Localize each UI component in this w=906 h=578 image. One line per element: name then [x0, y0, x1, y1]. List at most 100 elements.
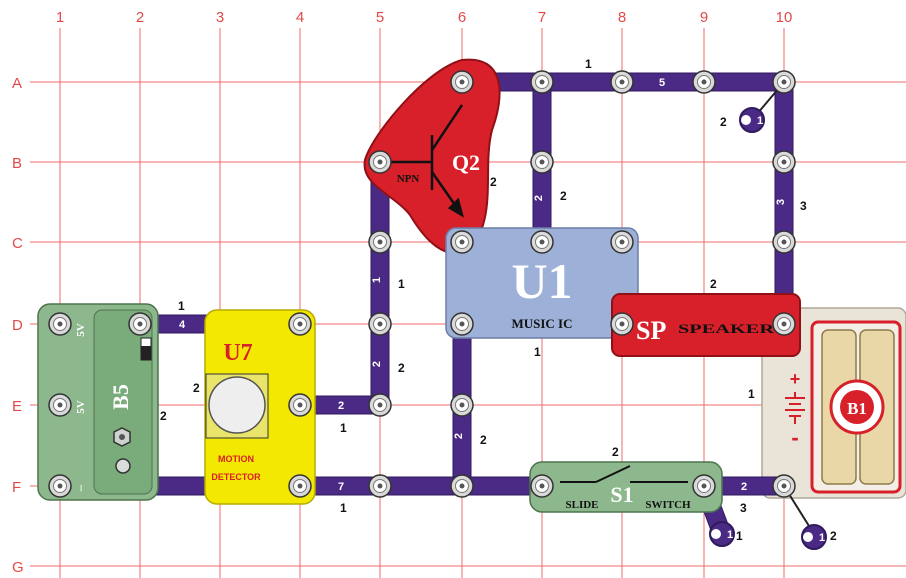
s1-right-label: SWITCH: [645, 499, 691, 511]
wire-number: 5: [659, 77, 665, 89]
battery-symbol-icon: [785, 392, 805, 424]
snap-center: [619, 239, 625, 245]
wire-number: 7: [338, 481, 344, 493]
snap-center: [459, 79, 465, 85]
wire-number: 2: [612, 445, 619, 459]
column-label: 10: [776, 9, 793, 26]
snap-center: [57, 321, 63, 327]
snap-post: [801, 524, 827, 550]
music-ic-u1[interactable]: U1 MUSIC IC: [445, 227, 639, 339]
snap-label-1: 1: [819, 532, 825, 544]
snap-center: [377, 402, 383, 408]
b5-v-mid: 5V: [75, 400, 87, 414]
wire-number: 1: [748, 387, 755, 401]
wire-number: 2: [533, 195, 545, 201]
s1-label: S1: [610, 482, 633, 507]
column-label: 5: [376, 9, 384, 26]
switch-icon: [140, 337, 152, 361]
b1-label-disc: [840, 390, 874, 424]
column-label: 9: [700, 9, 708, 26]
wire-labels-on-wire: 5 2 3 1 2 2 4 2 7 2: [179, 77, 787, 493]
wire-number: 1: [534, 345, 541, 359]
b5-panel: [93, 309, 153, 495]
snap-center: [297, 321, 303, 327]
snap-center: [459, 321, 465, 327]
nut-hole: [119, 434, 125, 440]
transistor-q2[interactable]: Q2 NPN: [363, 58, 501, 255]
b5-v-bottom: –: [73, 484, 87, 491]
row-label: E: [12, 398, 22, 415]
u7-name-line1: MOTION: [218, 454, 254, 464]
wire-number: 2: [338, 400, 344, 412]
snap-center: [539, 79, 545, 85]
row-label: A: [12, 75, 22, 92]
q2-label: Q2: [452, 150, 480, 175]
wire-number: 3: [775, 199, 787, 205]
switch-symbol-icon: [560, 465, 688, 483]
wire-number: 2: [560, 189, 567, 203]
snap-center: [781, 239, 787, 245]
column-labels: 1 2 3 4 5 6 7 8 9 10: [56, 9, 793, 26]
snap-center: [377, 483, 383, 489]
wire-labels-beside: 1 2 2 2 3 1 2 1 1 2 2 1 2 1 2 2 1 3 1 2: [160, 57, 837, 543]
snap-center: [701, 483, 707, 489]
snap-center: [701, 79, 707, 85]
row-label: D: [12, 317, 23, 334]
q2-type: NPN: [397, 173, 420, 185]
battery-pack-b5[interactable]: 5V 5V – B5: [37, 303, 159, 501]
column-label: 6: [458, 9, 466, 26]
column-label: 3: [216, 9, 224, 26]
wire-number: 2: [490, 175, 497, 189]
snap-center: [459, 402, 465, 408]
wire-number: 1: [340, 501, 347, 515]
wire-number: 2: [193, 381, 200, 395]
slide-switch-s1[interactable]: S1 SLIDE SWITCH: [529, 461, 723, 513]
wire-number: 1: [398, 277, 405, 291]
b1-minus: -: [791, 425, 798, 450]
u7-name-line2: DETECTOR: [211, 472, 261, 482]
snap-label-1: 1: [727, 529, 733, 541]
u1-body: [445, 227, 639, 339]
snap-center: [539, 483, 545, 489]
snap-center: [539, 239, 545, 245]
u1-name: MUSIC IC: [511, 316, 572, 331]
snap-post: [709, 521, 735, 547]
column-label: 1: [56, 9, 64, 26]
row-labels: A B C D E F G: [12, 75, 24, 576]
snap-hole: [741, 115, 751, 125]
snap-center: [297, 483, 303, 489]
snap-center: [57, 483, 63, 489]
snap-center: [377, 159, 383, 165]
snap-posts: [48, 70, 796, 498]
wire-number: 2: [398, 361, 405, 375]
snap-center: [297, 402, 303, 408]
wire-number: 3: [740, 501, 747, 515]
snap-center: [459, 483, 465, 489]
speaker-sp[interactable]: SP SPEAKER: [611, 293, 801, 357]
snap-center: [377, 321, 383, 327]
row-label: B: [12, 155, 22, 172]
wire-number: 2: [741, 481, 747, 493]
row-label: C: [12, 235, 23, 252]
row-label: G: [12, 559, 24, 576]
wire-number: 1: [585, 57, 592, 71]
battery-holder-b1[interactable]: B1 + - V: [761, 307, 906, 499]
wire-number: 2: [371, 361, 383, 367]
snap-center: [781, 79, 787, 85]
snap-center: [539, 159, 545, 165]
snap-center: [377, 239, 383, 245]
wire-number: 3: [800, 199, 807, 213]
snap-center: [781, 321, 787, 327]
snap-center: [619, 79, 625, 85]
row-label: F: [12, 479, 21, 496]
u7-label: U7: [223, 340, 252, 366]
u1-label: U1: [511, 253, 572, 309]
sensor-dome-icon: [208, 376, 266, 434]
snap-center: [459, 239, 465, 245]
wire-number: 4: [179, 319, 186, 331]
snap-post: [739, 107, 765, 133]
snap-hole: [803, 532, 813, 542]
motion-detector-u7[interactable]: U7 MOTION DETECTOR: [204, 309, 316, 505]
snap-center: [781, 159, 787, 165]
